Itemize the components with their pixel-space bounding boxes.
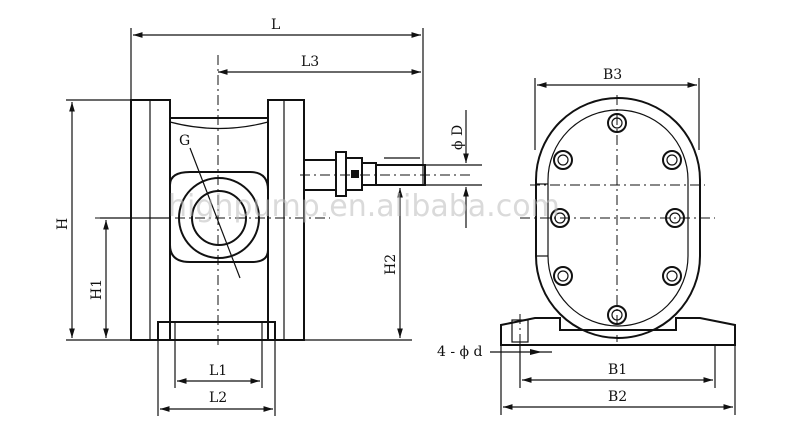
label-L3: L3 bbox=[301, 54, 319, 70]
label-B3: B3 bbox=[603, 67, 622, 83]
cover-bolt bbox=[662, 266, 682, 286]
cover-bolt bbox=[553, 150, 573, 170]
cover-bolt bbox=[553, 266, 573, 286]
label-G: G bbox=[179, 133, 190, 149]
cover-bolt bbox=[607, 113, 627, 133]
front-base bbox=[500, 317, 736, 346]
label-holes: 4 - ϕ d bbox=[437, 344, 483, 360]
label-phiD: ϕ D bbox=[450, 125, 466, 150]
label-B2: B2 bbox=[608, 389, 627, 405]
base-foot bbox=[157, 321, 276, 341]
label-H: H bbox=[55, 218, 71, 230]
shaft bbox=[375, 164, 426, 186]
cover-bolt bbox=[550, 208, 570, 228]
label-H1: H1 bbox=[89, 279, 105, 300]
cover-bolt bbox=[665, 208, 685, 228]
front-view bbox=[490, 78, 736, 415]
cover-bolt bbox=[607, 305, 627, 325]
label-L: L bbox=[271, 17, 280, 33]
side-view bbox=[66, 28, 482, 416]
cover-bolt bbox=[662, 150, 682, 170]
label-H2: H2 bbox=[383, 254, 399, 275]
label-L1: L1 bbox=[209, 363, 227, 379]
watermark: highpump.en.alibaba.com bbox=[168, 189, 560, 224]
label-B1: B1 bbox=[608, 362, 627, 378]
port-outline bbox=[169, 171, 269, 263]
port-inner-circle bbox=[191, 190, 247, 246]
g-leader bbox=[189, 147, 241, 279]
label-L2: L2 bbox=[209, 390, 227, 406]
